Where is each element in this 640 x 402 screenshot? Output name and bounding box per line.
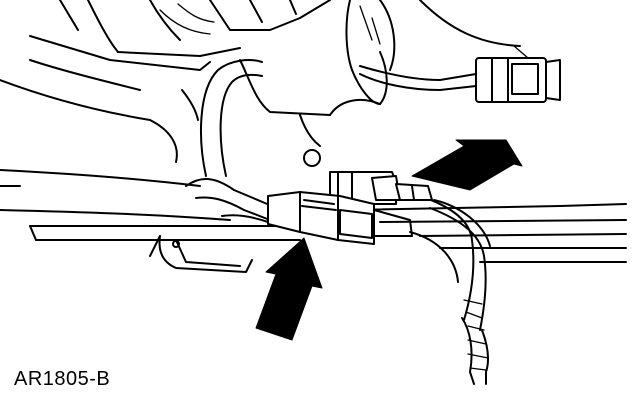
- figure-reference-code: AR1805-B: [14, 368, 111, 390]
- lower-electrical-connector: [267, 191, 413, 245]
- mounting-bracket: [149, 235, 253, 273]
- upper-electrical-connector: [329, 171, 433, 205]
- wire-harness: [185, 178, 491, 385]
- frame-rail: [0, 169, 627, 263]
- callout-arrow-right: [411, 139, 523, 191]
- upper-frame-structure: [0, 0, 331, 163]
- curved-tube: [181, 59, 263, 177]
- top-right-connector: [359, 0, 561, 103]
- callout-arrow-lower: [255, 237, 323, 341]
- cylindrical-housing: [239, 0, 396, 167]
